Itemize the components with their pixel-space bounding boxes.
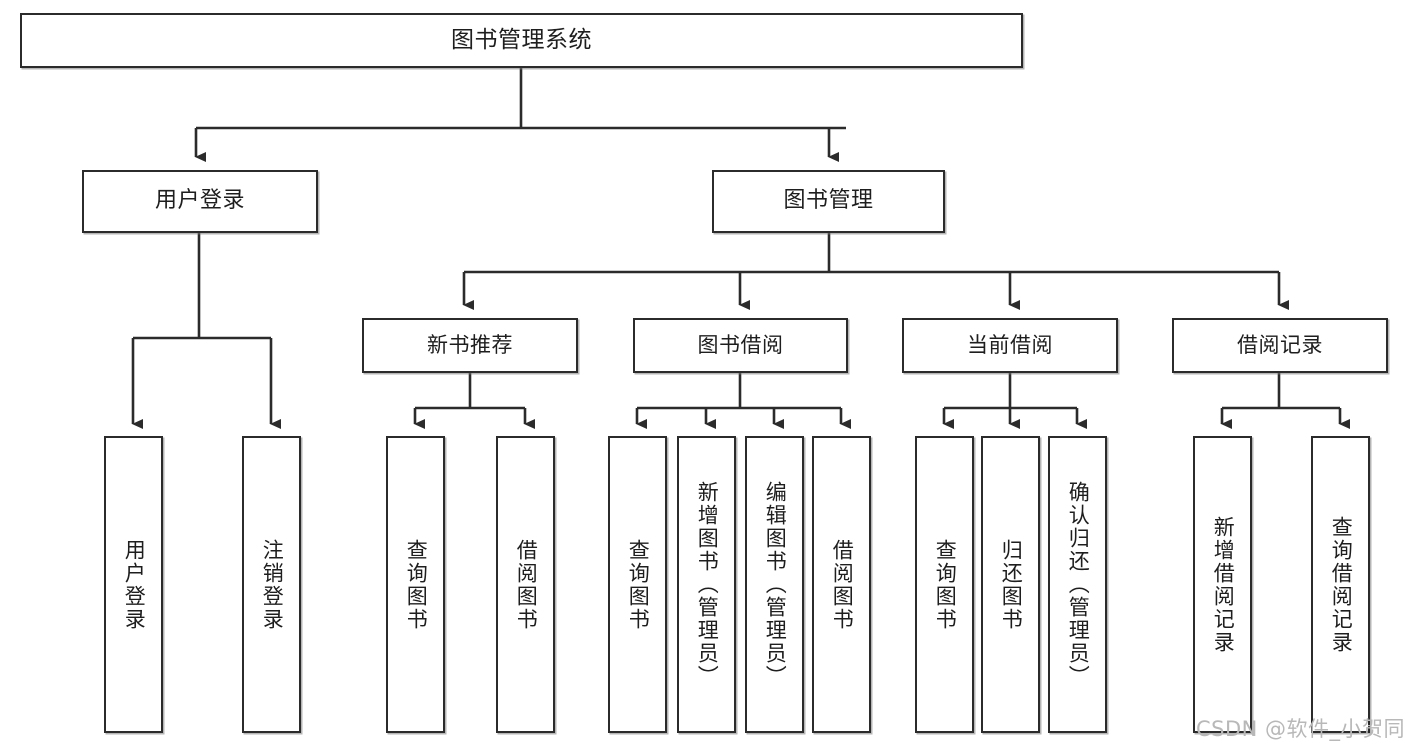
node-book-management-label: 图书管理 (783, 188, 874, 214)
node-current-borrow-label: 当前借阅 (967, 332, 1053, 357)
node-root-book-management-system[interactable]: 图书管理系统 (20, 13, 1023, 68)
leaf-user-login-login-label: 用户登录 (122, 539, 147, 631)
node-current-borrow[interactable]: 当前借阅 (902, 318, 1118, 373)
leaf-current-borrow-return[interactable]: 归还图书 (981, 436, 1040, 733)
leaf-book-borrow-edit-label: 编辑图书（管理员） (763, 481, 788, 688)
node-borrow-record[interactable]: 借阅记录 (1172, 318, 1388, 373)
leaf-book-borrow-edit[interactable]: 编辑图书（管理员） (745, 436, 804, 733)
leaf-book-borrow-borrow[interactable]: 借阅图书 (812, 436, 871, 733)
leaf-book-borrow-query-label: 查询图书 (626, 539, 651, 631)
leaf-user-login-login[interactable]: 用户登录 (104, 436, 163, 733)
leaf-current-borrow-confirm-return[interactable]: 确认归还（管理员） (1048, 436, 1107, 733)
leaf-user-login-logout-label: 注销登录 (260, 539, 285, 631)
leaf-new-book-borrow[interactable]: 借阅图书 (496, 436, 555, 733)
csdn-watermark: CSDN @软件_小贺同学 (1196, 717, 1405, 741)
leaf-borrow-record-add[interactable]: 新增借阅记录 (1193, 436, 1252, 733)
node-new-book-recommend[interactable]: 新书推荐 (362, 318, 578, 373)
leaf-user-login-logout[interactable]: 注销登录 (242, 436, 301, 733)
leaf-current-borrow-return-label: 归还图书 (999, 539, 1024, 631)
node-book-borrow-label: 图书借阅 (697, 332, 784, 357)
node-user-login[interactable]: 用户登录 (82, 170, 318, 233)
node-new-book-recommend-label: 新书推荐 (427, 332, 513, 357)
node-borrow-record-label: 借阅记录 (1237, 332, 1323, 357)
node-book-management[interactable]: 图书管理 (712, 170, 945, 233)
leaf-book-borrow-add-label: 新增图书（管理员） (695, 481, 720, 688)
node-user-login-label: 用户登录 (154, 188, 245, 214)
leaf-current-borrow-query[interactable]: 查询图书 (915, 436, 974, 733)
leaf-new-book-query-label: 查询图书 (404, 539, 429, 631)
leaf-new-book-query[interactable]: 查询图书 (386, 436, 445, 733)
leaf-borrow-record-add-label: 新增借阅记录 (1211, 516, 1236, 654)
node-root-label: 图书管理系统 (451, 26, 592, 53)
node-book-borrow[interactable]: 图书借阅 (633, 318, 848, 373)
leaf-current-borrow-query-label: 查询图书 (933, 539, 958, 631)
leaf-book-borrow-add[interactable]: 新增图书（管理员） (677, 436, 736, 733)
leaf-book-borrow-borrow-label: 借阅图书 (830, 539, 855, 631)
leaf-new-book-borrow-label: 借阅图书 (514, 539, 539, 631)
leaf-book-borrow-query[interactable]: 查询图书 (608, 436, 667, 733)
leaf-borrow-record-query-label: 查询借阅记录 (1329, 516, 1354, 654)
leaf-borrow-record-query[interactable]: 查询借阅记录 (1311, 436, 1370, 733)
leaf-current-borrow-confirm-return-label: 确认归还（管理员） (1066, 481, 1091, 688)
